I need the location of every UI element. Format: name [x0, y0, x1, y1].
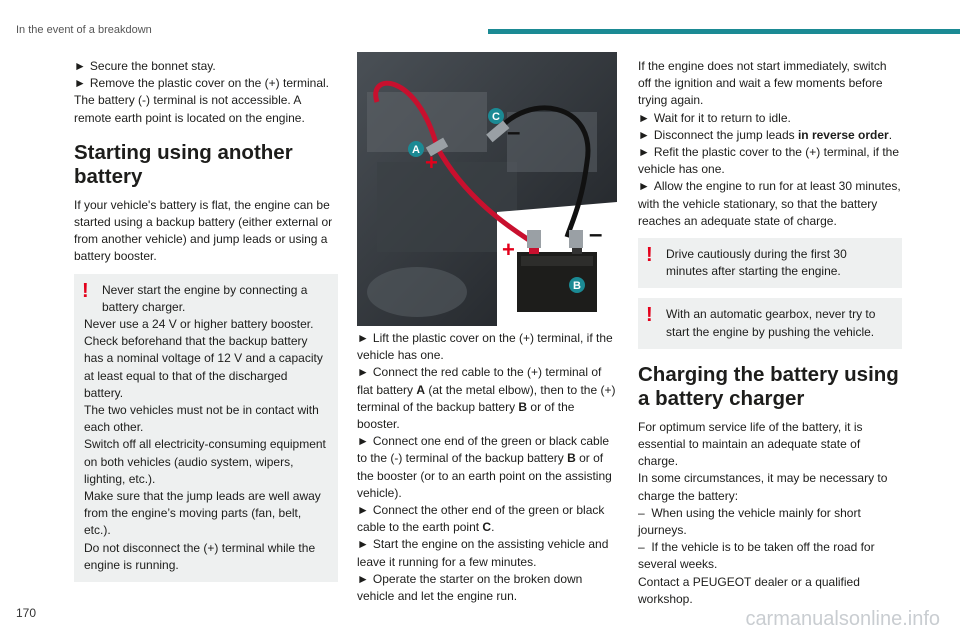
warning-box-gearbox: ! With an automatic gearbox, never try t… [638, 298, 902, 349]
step-secure-bonnet: ►Secure the bonnet stay. [74, 58, 338, 75]
marker-a-icon [408, 141, 424, 157]
dash-item: – When using the vehicle mainly for shor… [638, 505, 861, 538]
plus-sign-b: + [502, 237, 515, 262]
intro-paragraph: If your vehicle's battery is flat, the e… [74, 197, 333, 264]
plus-sign-a: + [425, 150, 438, 175]
warning-icon: ! [646, 304, 653, 327]
arrow-icon: ► [74, 59, 86, 73]
arrow-icon: ► [357, 537, 369, 552]
step-idle: ►Wait for it to return to idle. [638, 110, 902, 127]
column-3: If the engine does not start immediately… [638, 58, 902, 608]
warning-line: Check beforehand that the backup battery… [84, 334, 323, 400]
section-header: In the event of a breakdown [16, 24, 152, 36]
arrow-icon: ► [357, 365, 369, 380]
arrow-icon: ► [357, 503, 369, 518]
marker-a-label: A [412, 144, 420, 156]
minus-sign-b: – [589, 221, 602, 248]
minus-sign-c: – [507, 119, 520, 146]
step-connect-red: ►Connect the red cable to the (+) termin… [357, 365, 616, 432]
step-remove-cover: ►Remove the plastic cover on the (+) ter… [74, 75, 338, 92]
arrow-icon: ► [357, 571, 369, 586]
watermark: carmanualsonline.info [745, 608, 940, 630]
arrow-icon: ► [638, 110, 650, 125]
step-connect-black: ►Connect one end of the green or black c… [357, 434, 612, 500]
marker-c-icon [488, 108, 504, 124]
arrow-icon: ► [74, 76, 86, 91]
step-run-engine: ►Allow the engine to run for at least 30… [638, 179, 901, 228]
jump-start-illustration: + + – – A C B [357, 52, 617, 326]
arrow-icon: ► [638, 127, 650, 142]
heading-starting-another-battery: Starting using another battery [74, 140, 293, 188]
step-refit-cover: ►Refit the plastic cover to the (+) term… [638, 145, 899, 177]
warning-line: Make sure that the jump leads are well a… [84, 489, 321, 538]
heading-charging-battery: Charging the battery using a battery cha… [638, 362, 899, 410]
retry-paragraph: If the engine does not start immediately… [638, 59, 887, 108]
charge-intro: For optimum service life of the battery,… [638, 419, 863, 469]
warning-line: The two vehicles must not be in contact … [84, 403, 319, 435]
engine-bay-drawing: + + – – A C B [357, 52, 617, 326]
warning-line: Do not disconnect the (+) terminal while… [84, 540, 316, 572]
warning-line: Never use a 24 V or higher battery boost… [84, 317, 314, 332]
step-operate-starter: ►Operate the starter on the broken down … [357, 571, 583, 604]
header-accent-bar [488, 29, 960, 34]
page-number: 170 [16, 606, 37, 620]
step-disconnect: ►Disconnect the jump leads in reverse or… [638, 127, 902, 144]
warning-line: Switch off all electricity-consuming equ… [84, 437, 326, 486]
column-2: ►Lift the plastic cover on the (+) termi… [357, 330, 619, 605]
earth-point-note: The battery (-) terminal is not accessib… [74, 93, 305, 125]
backup-battery-icon [517, 230, 597, 312]
marker-b-icon [569, 277, 585, 293]
marker-b-label: B [573, 280, 581, 292]
column-1: ►Secure the bonnet stay. ►Remove the pla… [74, 58, 338, 592]
warning-box-drive: ! Drive cautiously during the first 30 m… [638, 238, 902, 289]
warning-box-jumpstart: ! Never start the engine by connecting a… [74, 273, 338, 583]
contact-dealer: Contact a PEUGEOT dealer or a qualified … [638, 574, 860, 606]
arrow-icon: ► [638, 179, 650, 194]
charge-circumstances: In some circumstances, it may be necessa… [638, 471, 888, 503]
arrow-icon: ► [638, 145, 650, 160]
marker-c-label: C [492, 111, 500, 123]
step-start-assisting: ►Start the engine on the assisting vehic… [357, 537, 609, 569]
warning-text: With an automatic gearbox, never try to … [666, 307, 876, 339]
step-connect-earth: ►Connect the other end of the green or b… [357, 503, 605, 535]
warning-icon: ! [646, 244, 653, 267]
arrow-icon: ► [357, 434, 369, 449]
warning-line: Never start the engine by connecting a b… [102, 282, 308, 314]
clamp-a-icon [425, 137, 449, 157]
warning-text: Drive cautiously during the first 30 min… [666, 247, 847, 279]
arrow-icon: ► [357, 331, 369, 345]
step-lift-cover: ►Lift the plastic cover on the (+) termi… [357, 331, 613, 363]
dash-item: – If the vehicle is to be taken off the … [638, 540, 875, 572]
warning-icon: ! [82, 279, 89, 302]
clamp-c-icon [486, 120, 510, 143]
